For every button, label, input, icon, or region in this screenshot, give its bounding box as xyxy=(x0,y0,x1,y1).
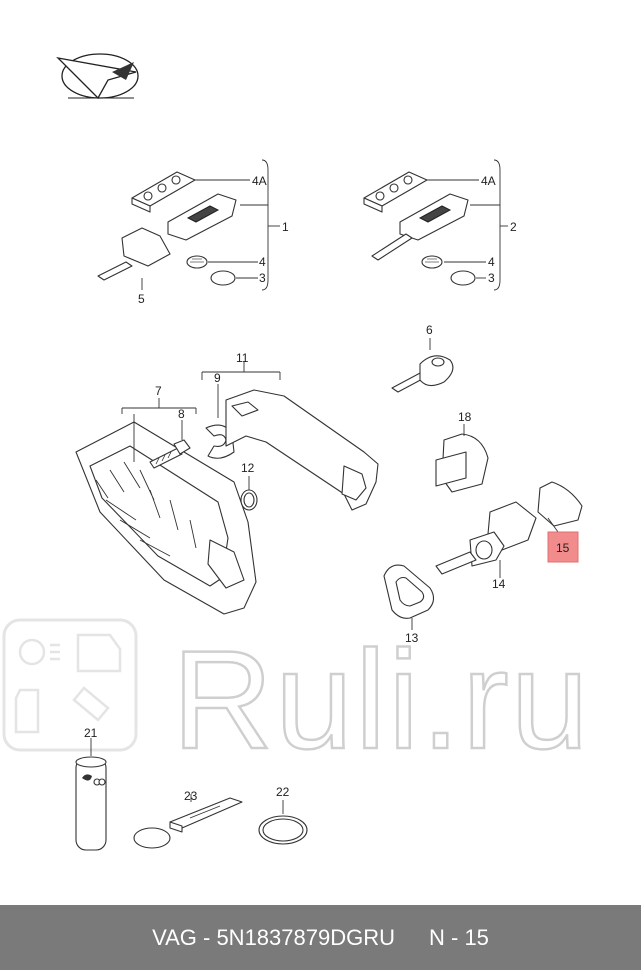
cap-15 xyxy=(537,481,583,533)
label-9: 9 xyxy=(214,371,221,385)
brand-logo-icon xyxy=(56,53,139,100)
gasket-13 xyxy=(383,564,435,630)
label-5: 5 xyxy=(138,292,145,306)
label-23: 23 xyxy=(184,789,198,803)
label-15: 15 xyxy=(556,541,570,555)
key-6 xyxy=(391,338,454,393)
label-2: 2 xyxy=(510,220,517,234)
parts-diagram: Ruli.ru xyxy=(2,53,591,851)
label-4A-a: 4A xyxy=(252,174,267,188)
key-set-2 xyxy=(363,159,508,291)
label-6: 6 xyxy=(426,323,433,337)
door-handle-11 xyxy=(201,362,379,511)
label-8: 8 xyxy=(178,407,185,421)
label-3b: 3 xyxy=(488,271,495,285)
label-7: 7 xyxy=(155,384,162,398)
footer-position: N - 15 xyxy=(429,924,489,950)
watermark-text: Ruli.ru xyxy=(172,621,591,778)
footer-part-number: VAG - 5N1837879DGRU xyxy=(152,924,395,950)
label-11: 11 xyxy=(236,351,249,365)
label-21: 21 xyxy=(84,726,98,740)
label-4A-b: 4A xyxy=(481,174,496,188)
key-tag-23 xyxy=(133,794,243,849)
highlight-box-15 xyxy=(547,531,579,563)
label-18: 18 xyxy=(458,410,472,424)
label-22: 22 xyxy=(276,785,290,799)
label-14: 14 xyxy=(492,577,506,591)
door-handle-carrier-7 xyxy=(75,398,257,615)
label-3a: 3 xyxy=(259,271,266,285)
watermark-logo-icon xyxy=(2,618,138,752)
footer-bar: VAG - 5N1837879DGRU N - 15 xyxy=(0,905,641,970)
label-12: 12 xyxy=(241,461,255,475)
label-4a: 4 xyxy=(259,255,266,269)
lock-cylinder-14 xyxy=(435,501,537,578)
screw-8 xyxy=(149,420,191,469)
o-ring-12 xyxy=(240,476,258,511)
key-set-1 xyxy=(97,159,280,291)
label-13: 13 xyxy=(405,631,419,645)
lubricant-can-21 xyxy=(75,738,107,851)
cover-18 xyxy=(435,424,489,493)
label-1: 1 xyxy=(282,220,289,234)
o-ring-22 xyxy=(258,800,308,845)
label-4b: 4 xyxy=(488,255,495,269)
